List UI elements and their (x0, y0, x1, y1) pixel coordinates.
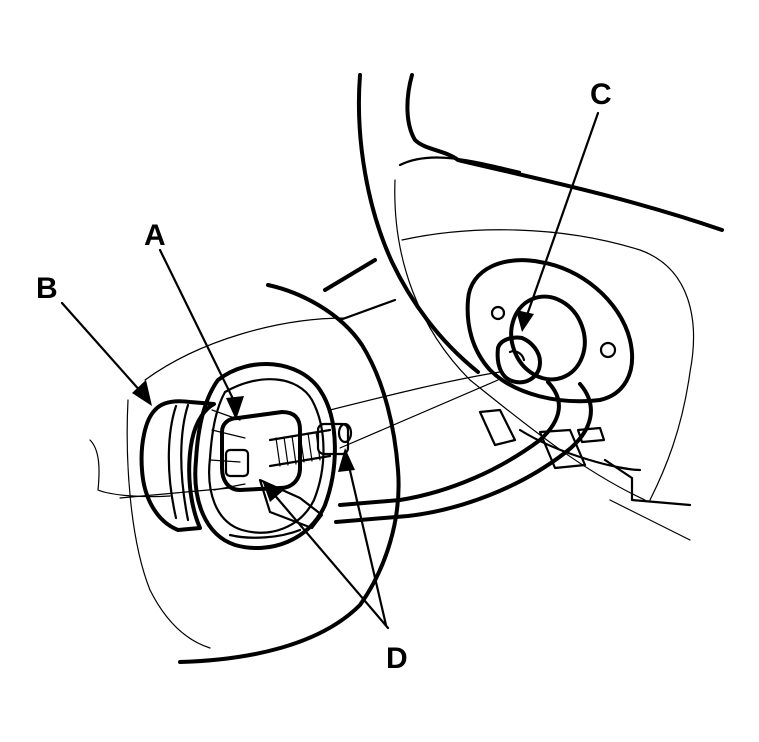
arrow-d1-head (262, 480, 284, 502)
label-a: A (144, 219, 166, 252)
socket-assembly (119, 362, 499, 551)
label-c: C (590, 78, 612, 111)
bumper-section (89, 258, 401, 664)
arrow-c-line (524, 111, 600, 320)
callout-arrows (60, 111, 600, 630)
arrow-c-head (516, 310, 534, 332)
arrow-b-line (60, 301, 144, 395)
arrow-b-head (132, 380, 152, 406)
arrow-a-head (226, 396, 244, 420)
label-d: D (386, 642, 408, 675)
arrow-d2-head (338, 448, 355, 472)
arrow-d2-line (346, 460, 388, 627)
label-b: B (36, 272, 58, 305)
arrow-a-line (158, 248, 238, 407)
wire-harness (329, 371, 593, 524)
arrow-d1-line (270, 490, 390, 630)
